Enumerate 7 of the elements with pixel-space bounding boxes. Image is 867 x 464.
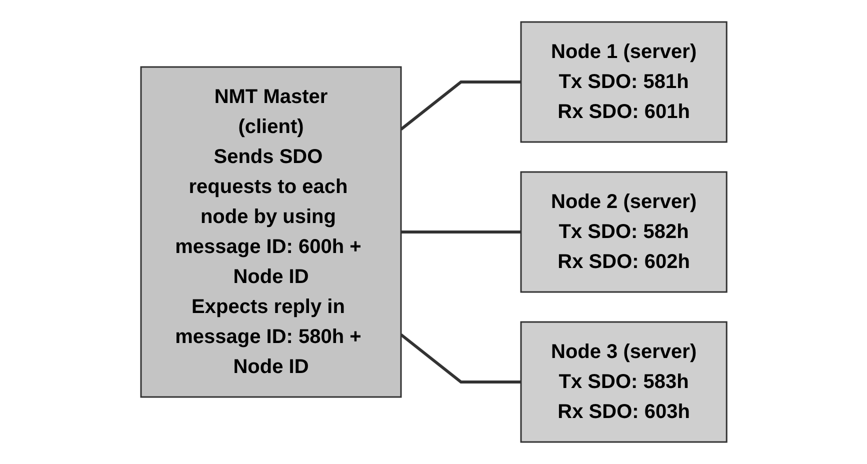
node-box: NMT Master (client) Sends SDO requests to each node by using message ID: 600h + Node ID Expects reply in message ID: 580h + Node ID	[140, 66, 402, 398]
connector	[400, 80, 521, 131]
node-box: Node 1 (server) Tx SDO: 581h Rx SDO: 601h	[520, 21, 728, 143]
connector	[400, 333, 521, 384]
node-box: Node 2 (server) Tx SDO: 582h Rx SDO: 602h	[520, 171, 728, 293]
connector	[400, 230, 521, 234]
node-box: Node 3 (server) Tx SDO: 583h Rx SDO: 603h	[520, 321, 728, 443]
